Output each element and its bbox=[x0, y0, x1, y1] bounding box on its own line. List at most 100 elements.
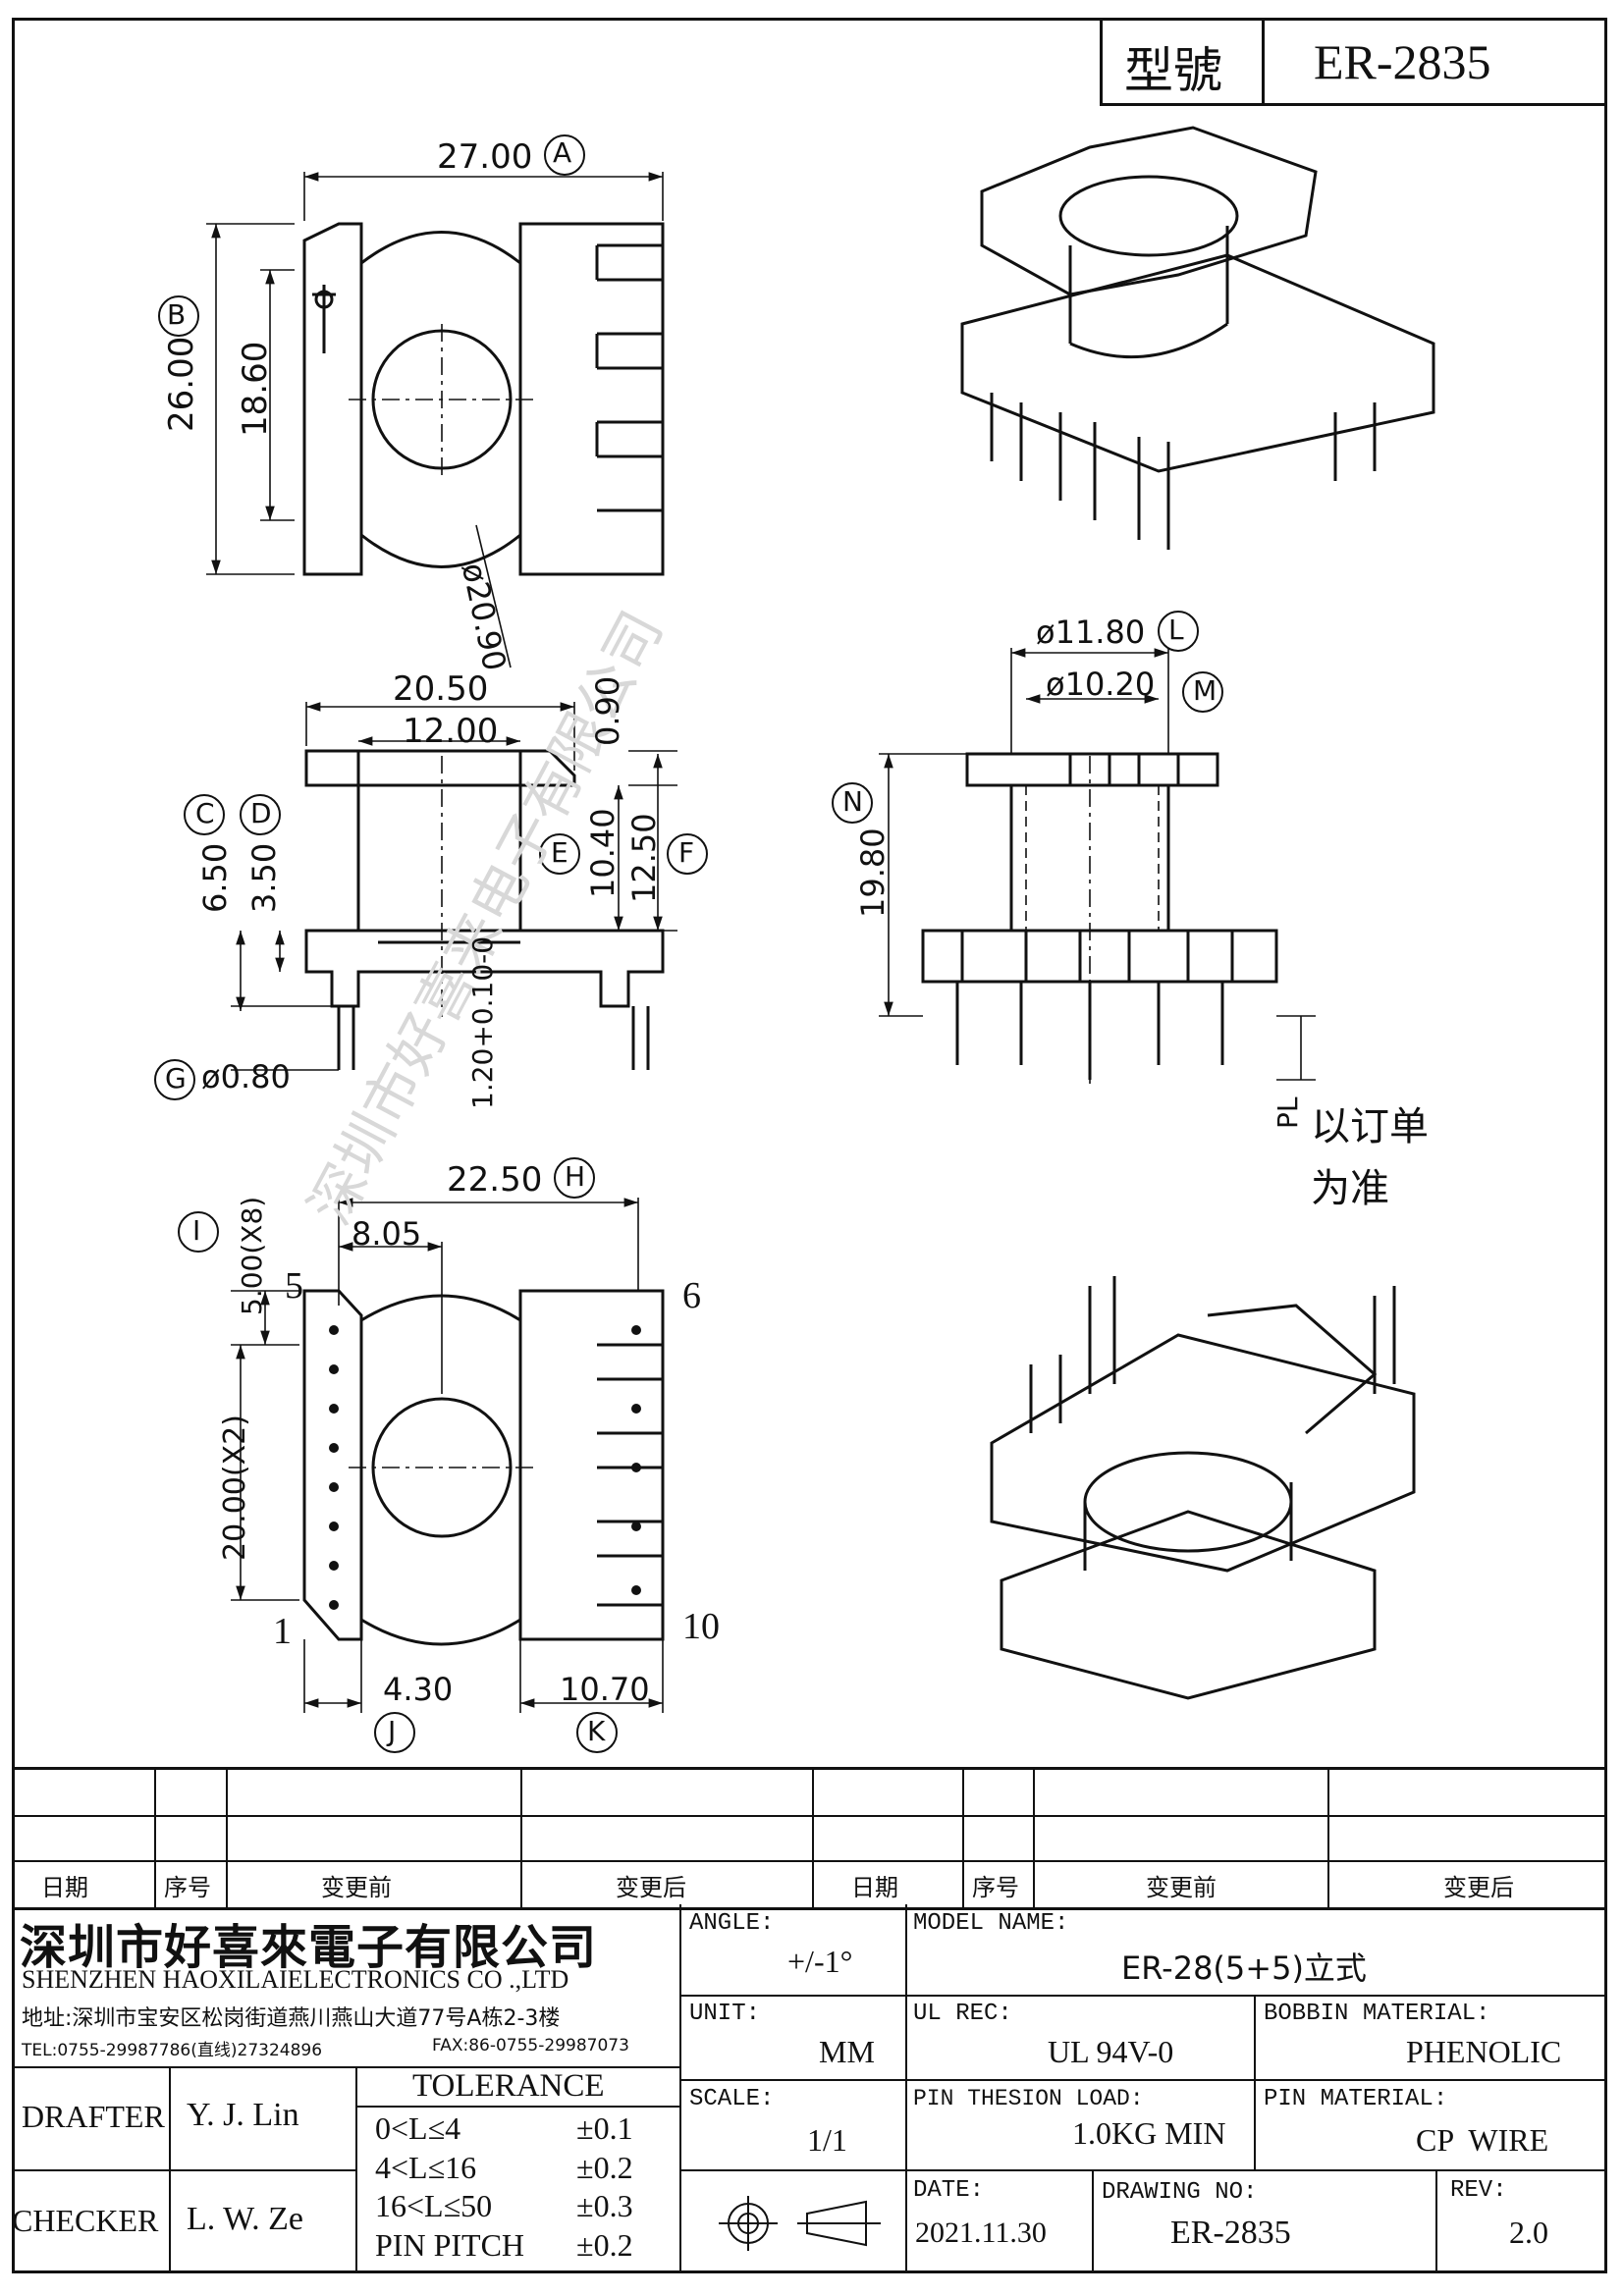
pin-load-label: PIN THESION LOAD: bbox=[913, 2086, 1144, 2111]
dim-side-width: 20.50 bbox=[393, 669, 489, 709]
dim-M-tag: M bbox=[1193, 674, 1217, 707]
revision-table: 日期 序号 变更前 变更后 日期 序号 变更前 变更后 bbox=[12, 1767, 1607, 1910]
dim-inner-height: 18.60 bbox=[236, 341, 275, 437]
dim-PL: PL bbox=[1271, 1096, 1304, 1129]
dim-A-value: 27.00 bbox=[437, 137, 533, 177]
dim-M-value: ø10.20 bbox=[1046, 666, 1156, 703]
rev-header-before-2: 变更前 bbox=[1146, 1874, 1217, 1901]
model-name-value: ER-28(5+5)立式 bbox=[1121, 1949, 1367, 1987]
checker-value: L. W. Ze bbox=[187, 2201, 303, 2237]
drafter-label: DRAFTER bbox=[22, 2099, 165, 2134]
company-tel: TEL:0755-29987786(直线)27324896 bbox=[22, 2041, 323, 2060]
dim-D-tag: D bbox=[250, 797, 272, 829]
date-label: DATE: bbox=[913, 2177, 985, 2204]
tol-value-2: ±0.2 bbox=[576, 2150, 633, 2185]
dim-J-tag: J bbox=[388, 1715, 397, 1747]
dim-L-tag: L bbox=[1168, 614, 1184, 646]
title-block: 深圳市好喜來電子有限公司 SHENZHEN HAOXILAIELECTRONIC… bbox=[12, 1904, 1607, 2273]
model-title-box: 型號 ER-2835 bbox=[1100, 18, 1607, 106]
isometric-top bbox=[960, 126, 1435, 550]
dim-A-tag: A bbox=[553, 136, 572, 169]
dim-J-value: 4.30 bbox=[383, 1671, 454, 1708]
bobbin-label: BOBBIN MATERIAL: bbox=[1264, 2001, 1490, 2027]
front-view bbox=[921, 752, 1278, 1080]
dim-L-value: ø11.80 bbox=[1036, 614, 1146, 651]
dim-I-value: 5.00(X8) bbox=[236, 1196, 268, 1315]
dim-flange-thk: 0.90 bbox=[589, 675, 626, 746]
tol-range-1: 0<L≤4 bbox=[375, 2110, 461, 2146]
pin-label-1: 1 bbox=[273, 1611, 292, 1652]
side-view bbox=[304, 749, 665, 1070]
unit-value: MM bbox=[819, 2034, 875, 2069]
tol-range-3: 16<L≤50 bbox=[375, 2188, 493, 2223]
dim-row-pitch: 20.00(X2) bbox=[218, 1415, 252, 1561]
dim-F-tag: F bbox=[678, 836, 695, 869]
dim-H-tag: H bbox=[565, 1160, 586, 1193]
dim-H-value: 22.50 bbox=[447, 1160, 543, 1200]
rev-header-seq-1: 序号 bbox=[164, 1874, 211, 1901]
dim-B-value: 26.00 bbox=[162, 336, 201, 432]
dim-B-tag: B bbox=[167, 298, 187, 331]
rev-value: 2.0 bbox=[1509, 2215, 1548, 2250]
angle-label: ANGLE: bbox=[689, 1910, 775, 1937]
technical-drawing bbox=[154, 126, 1435, 1753]
tol-range-4: PIN PITCH bbox=[375, 2227, 525, 2263]
dim-G-tag: G bbox=[165, 1062, 187, 1095]
dim-C-tag: C bbox=[195, 797, 215, 829]
company-name-en: SHENZHEN HAOXILAIELECTRONICS CO .,LTD bbox=[22, 1965, 569, 1994]
dim-K-tag: K bbox=[587, 1715, 606, 1747]
rev-header-after-2: 变更后 bbox=[1443, 1874, 1514, 1901]
pin-label-5: 5 bbox=[285, 1265, 303, 1307]
pin-mat-label: PIN MATERIAL: bbox=[1264, 2086, 1448, 2112]
tolerance-title: TOLERANCE bbox=[412, 2068, 605, 2104]
angle-value: +/-1° bbox=[787, 1944, 853, 1979]
rev-header-date-2: 日期 bbox=[851, 1874, 898, 1901]
dim-I-tag: I bbox=[192, 1214, 201, 1247]
dim-D-value: 3.50 bbox=[245, 842, 283, 913]
pin-mat-value: CP WIRE bbox=[1416, 2122, 1549, 2158]
drawing-no-value: ER-2835 bbox=[1170, 2215, 1291, 2251]
tol-value-4: ±0.2 bbox=[576, 2227, 633, 2263]
pin-label-6: 6 bbox=[682, 1275, 701, 1316]
projection-symbol bbox=[719, 2196, 881, 2251]
dim-N-tag: N bbox=[842, 785, 863, 818]
company-name-cn: 深圳市好喜來電子有限公司 bbox=[20, 1922, 598, 1974]
ul-label: UL REC: bbox=[913, 2001, 1012, 2027]
model-label: 型號 bbox=[1124, 42, 1222, 99]
dim-F-value: 12.50 bbox=[625, 813, 663, 903]
model-name-label: MODEL NAME: bbox=[913, 1910, 1069, 1937]
bobbin-value: PHENOLIC bbox=[1406, 2034, 1562, 2069]
unit-label: UNIT: bbox=[689, 2001, 761, 2027]
dim-K-value: 10.70 bbox=[560, 1671, 650, 1708]
date-value: 2021.11.30 bbox=[915, 2216, 1047, 2249]
tol-value-3: ±0.3 bbox=[576, 2188, 633, 2223]
pin-load-value: 1.0KG MIN bbox=[1072, 2115, 1226, 2151]
rev-header-seq-2: 序号 bbox=[972, 1874, 1019, 1901]
dim-G-value: ø0.80 bbox=[201, 1058, 291, 1095]
dim-E-value: 10.40 bbox=[584, 808, 622, 898]
drafter-value: Y. J. Lin bbox=[187, 2097, 299, 2133]
dim-pin-length: 1.20+0.10-0 bbox=[466, 935, 499, 1109]
ul-value: UL 94V-0 bbox=[1048, 2034, 1174, 2069]
rev-header-after-1: 变更后 bbox=[616, 1874, 686, 1901]
rev-header-date-1: 日期 bbox=[41, 1874, 88, 1901]
rev-label: REV: bbox=[1450, 2177, 1507, 2204]
model-value: ER-2835 bbox=[1314, 34, 1491, 89]
pin-label-10: 10 bbox=[682, 1606, 720, 1647]
isometric-bottom bbox=[990, 1276, 1416, 1700]
scale-label: SCALE: bbox=[689, 2086, 775, 2112]
checker-label: CHECKER bbox=[12, 2203, 159, 2238]
tolerance-box: TOLERANCE 0<L≤4 ±0.1 4<L≤16 ±0.2 16<L≤50… bbox=[355, 2066, 679, 2273]
drawing-frame bbox=[12, 18, 1607, 2273]
pl-note-line1: 以订单 bbox=[1311, 1104, 1429, 1149]
company-box: 深圳市好喜來電子有限公司 SHENZHEN HAOXILAIELECTRONIC… bbox=[12, 1904, 681, 2068]
drawing-no-label: DRAWING NO: bbox=[1102, 2179, 1258, 2206]
tol-value-1: ±0.1 bbox=[576, 2110, 633, 2146]
pl-note-line2: 为准 bbox=[1311, 1166, 1389, 1211]
company-fax: FAX:86-0755-29987073 bbox=[432, 2036, 629, 2056]
dim-pin-offset: 8.05 bbox=[352, 1215, 422, 1253]
dim-C-value: 6.50 bbox=[196, 842, 234, 913]
scale-value: 1/1 bbox=[807, 2122, 847, 2158]
rev-header-before-1: 变更前 bbox=[321, 1874, 392, 1901]
